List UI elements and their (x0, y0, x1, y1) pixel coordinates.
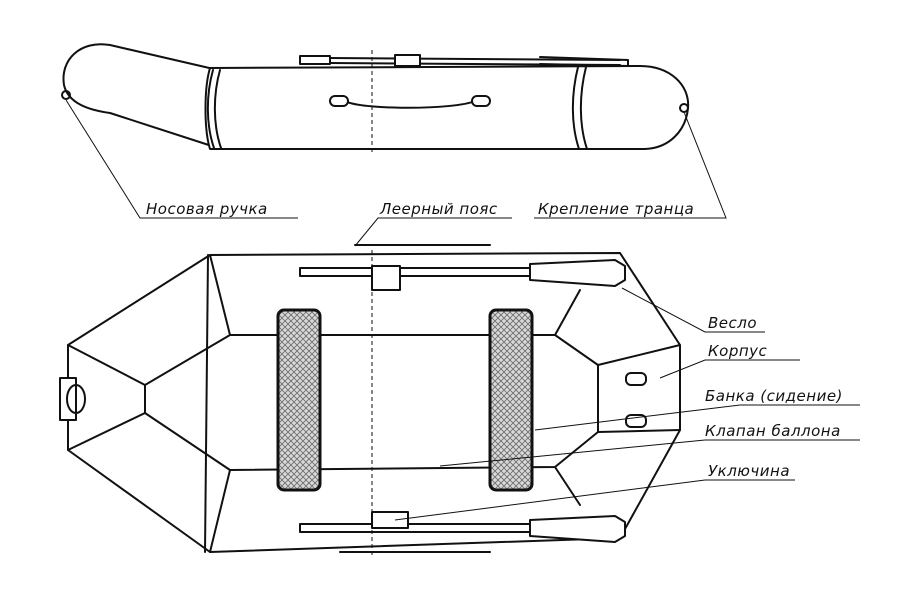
side-oar (299, 55, 331, 65)
oar-bottom (299, 511, 626, 543)
label-oar: Весло (708, 314, 757, 332)
bow-handle-icon (61, 90, 71, 100)
label-seat: Банка (сидение) (705, 387, 843, 405)
seat-front (276, 308, 322, 492)
bow-handle-top-icon (66, 384, 86, 414)
label-bow-handle: Носовая ручка (146, 200, 268, 218)
transom-pad-upper (625, 372, 647, 386)
leader-lines (65, 99, 860, 521)
seat-rear (488, 308, 534, 492)
label-transom-mount: Крепление транца (538, 200, 694, 218)
label-valve: Клапан баллона (705, 422, 841, 440)
label-hull: Корпус (708, 342, 768, 360)
label-oarlock: Уключина (708, 462, 790, 480)
side-hull (204, 65, 690, 150)
side-bow (62, 43, 219, 149)
label-lifeline: Леерный пояс (379, 200, 498, 218)
side-carry-handle (344, 100, 476, 109)
top-view (59, 244, 681, 555)
side-view (61, 43, 690, 152)
oar-top (299, 259, 626, 291)
